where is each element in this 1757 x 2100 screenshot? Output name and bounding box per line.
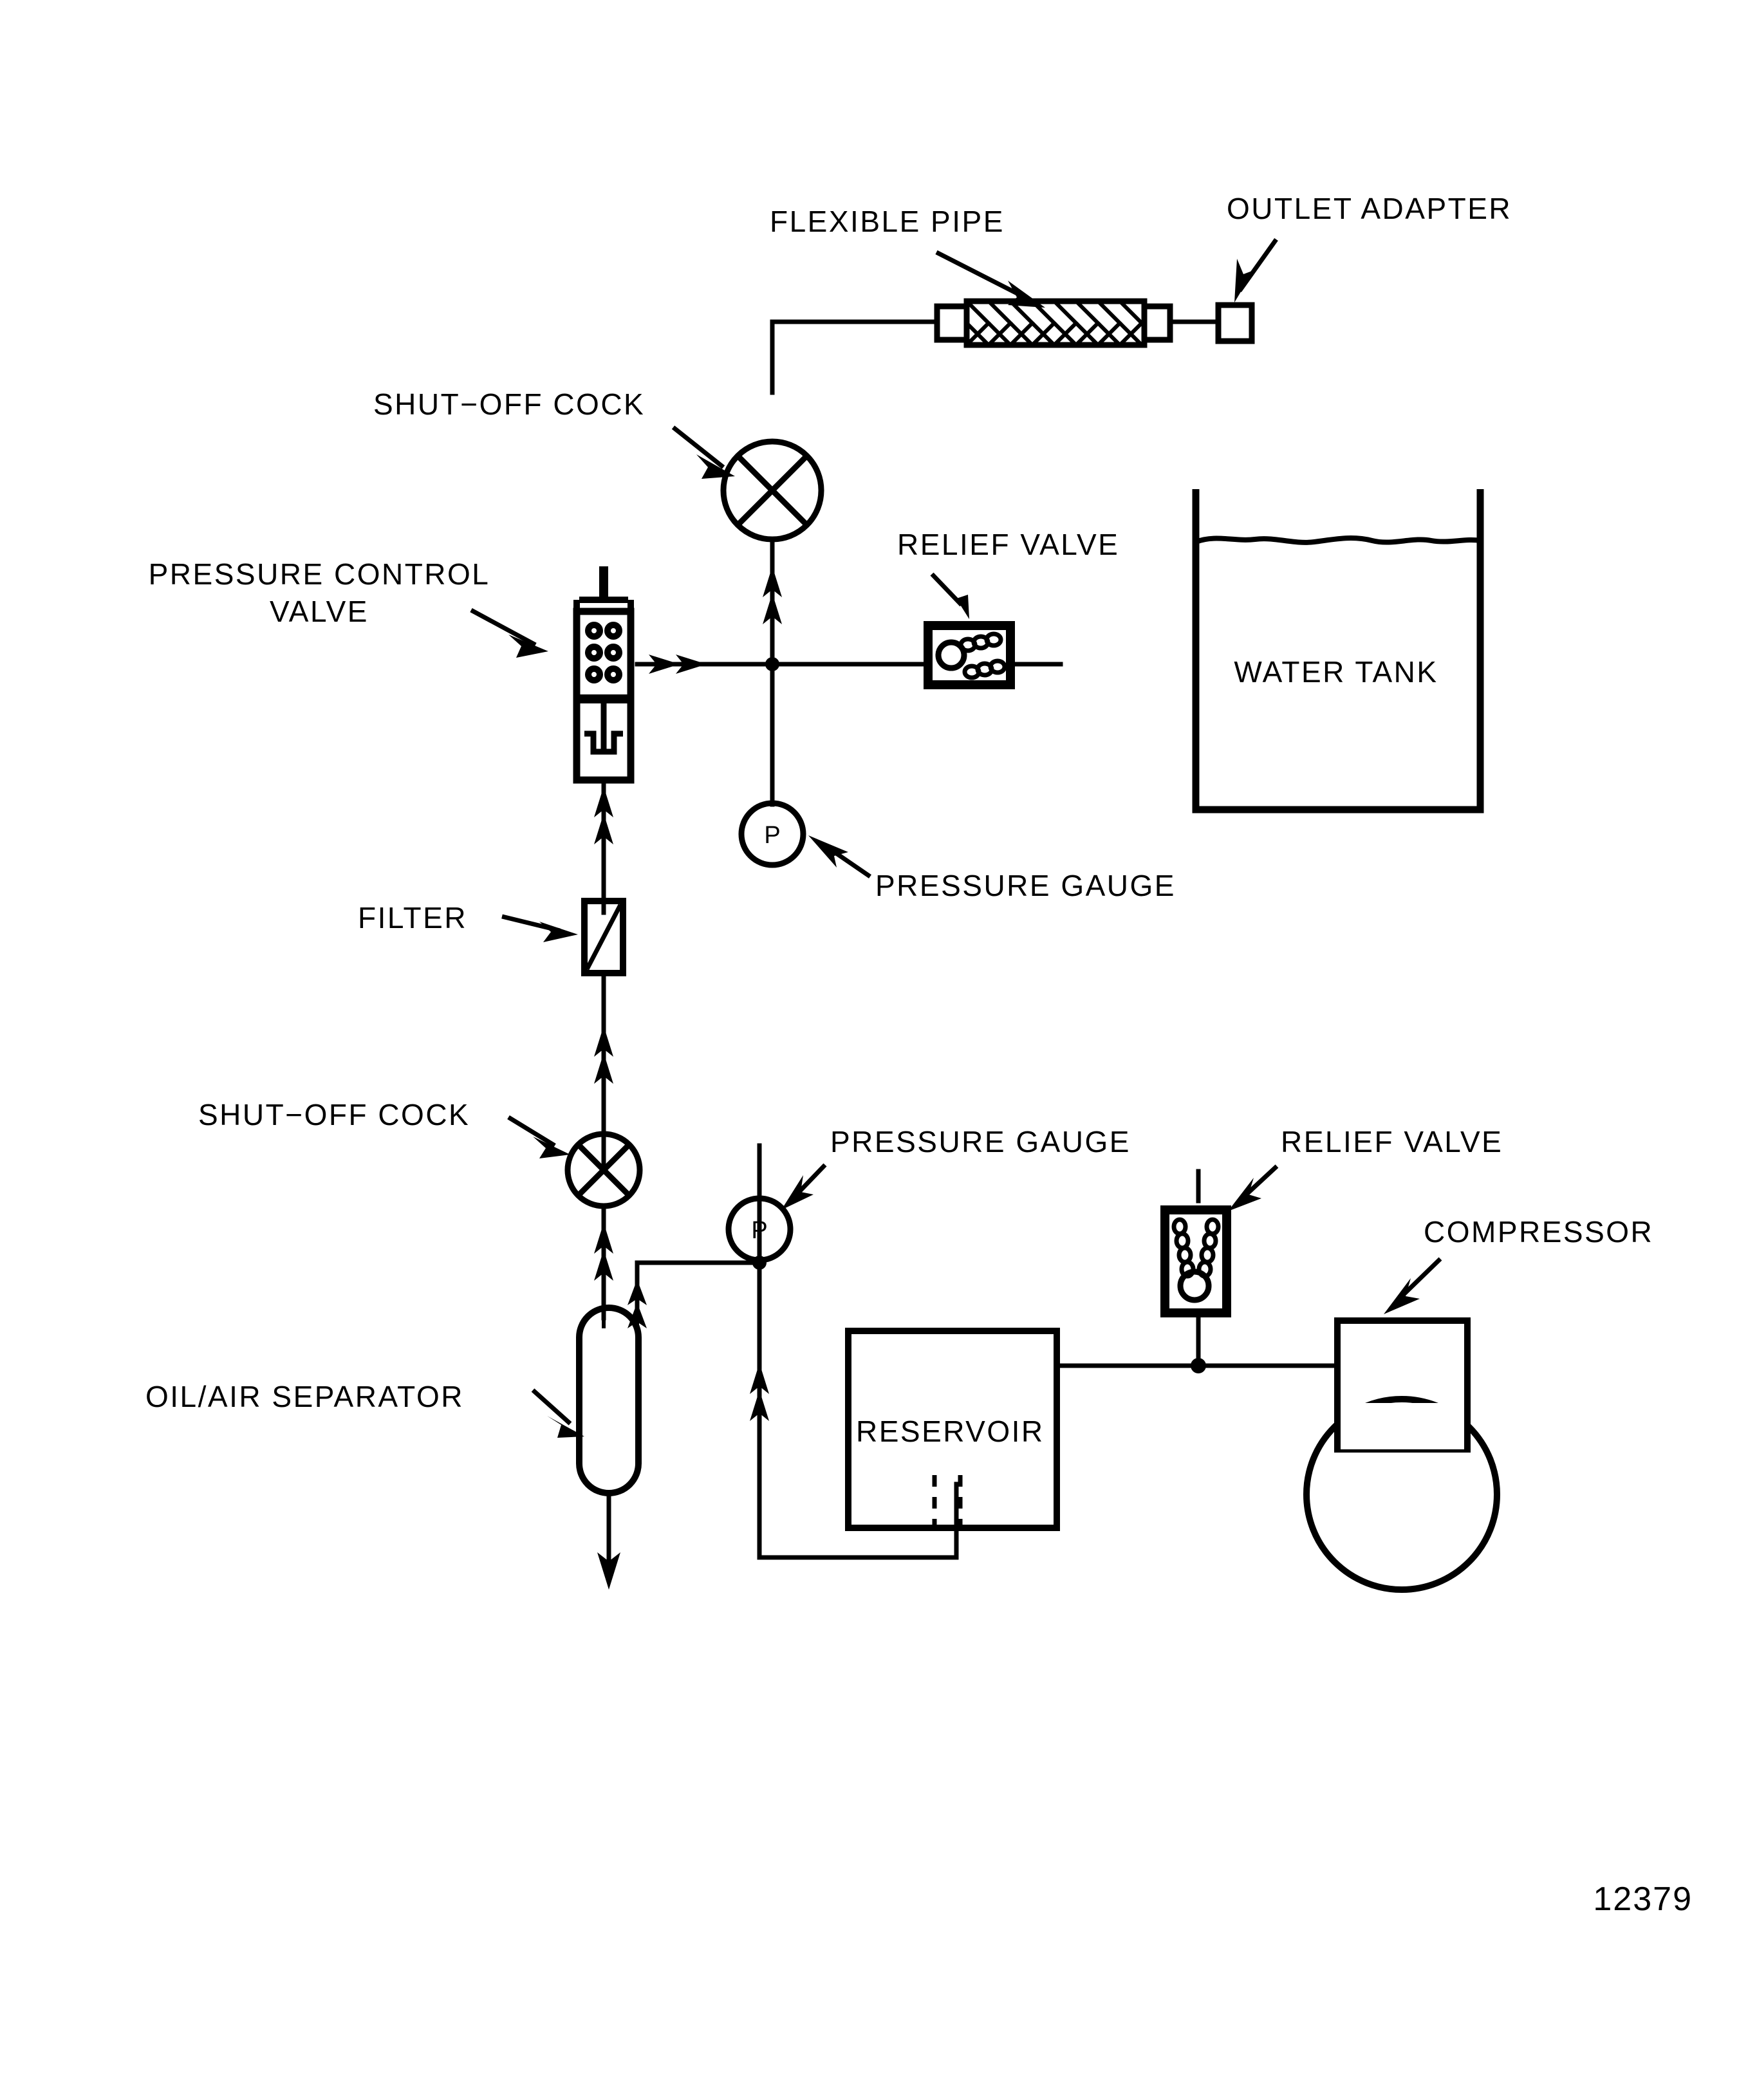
pressure-control-valve-label-line1: PRESSURE CONTROL (149, 557, 490, 591)
water-surface-line (1195, 535, 1481, 545)
pressure-control-valve-leader-line (470, 608, 537, 647)
figure-number: 12379 (1593, 1881, 1693, 1918)
water-tank-label: WATER TANK (1234, 655, 1438, 689)
compressor-housing-edges (1334, 1317, 1471, 1403)
pipe-sep-inlet-elbow (635, 1260, 762, 1321)
flexible-pipe (934, 298, 1173, 348)
pipe-junction-dot-header (765, 657, 779, 671)
flow-arrow-header-right (649, 655, 707, 674)
pressure-gauge-top: P (738, 800, 806, 868)
pressure-gauge-bottom-symbol: P (751, 1217, 767, 1244)
pressure-control-valve-leader-arrow (508, 635, 548, 658)
water-tank-outline (1192, 489, 1484, 813)
pressure-gauge-bottom-dial (725, 1195, 794, 1263)
pressure-gauge-top-symbol: P (764, 822, 780, 849)
flow-arrow-sep-inlet-down (628, 1279, 647, 1328)
pcv-spring-dots (585, 622, 622, 683)
filter-leader-arrow (539, 922, 578, 942)
relief-valve-top-leader-line (930, 572, 963, 607)
reservoir-internal-dashes (932, 1475, 963, 1528)
relief-valve-top-body (924, 621, 1015, 689)
pressure-gauge-bottom-leader-arrow (781, 1175, 813, 1210)
filter-element-line (584, 904, 623, 971)
reservoir: RESERVOIR (845, 1328, 1060, 1531)
flow-arrow-filter-up (594, 1026, 613, 1084)
compressor-flywheel (1303, 1396, 1500, 1593)
compressor-leader-arrow (1384, 1278, 1420, 1314)
reservoir-label: RESERVOIR (856, 1415, 1045, 1448)
flow-arrow-drain-down (597, 1552, 620, 1590)
flexible-pipe-braid-pattern (965, 299, 1145, 347)
water-tank: WATER TANK (1192, 489, 1484, 813)
pressure-gauge-bottom-label: PRESSURE GAUGE (830, 1125, 1131, 1158)
oil-air-separator-leader-line (531, 1388, 572, 1426)
relief-valve-bottom (1160, 1205, 1231, 1317)
relief-valve-bottom-label: RELIEF VALVE (1281, 1125, 1503, 1158)
flow-arrow-return-up (750, 1363, 769, 1421)
shut-off-cock-bottom-leader-arrow (533, 1137, 570, 1158)
compressor-housing-cutout (1341, 1403, 1464, 1449)
pressure-gauge-top-leader-arrow (808, 835, 848, 868)
relief-valve-top-ball (935, 639, 967, 671)
oil-air-separator-label: OIL/AIR SEPARATOR (145, 1380, 464, 1413)
shut-off-cock-bottom-cross (576, 1142, 631, 1198)
flow-arrow-pcv-inlet-up (594, 786, 613, 844)
pressure-gauge-top-dial (738, 800, 806, 868)
flexible-pipe-leader-arrow (1008, 281, 1045, 308)
relief-valve-top (924, 621, 1015, 689)
compressor-label: COMPRESSOR (1424, 1215, 1653, 1249)
pressure-control-valve (573, 566, 635, 784)
shut-off-cock-top-label: SHUT−OFF COCK (373, 387, 645, 421)
outlet-adapter (1215, 302, 1255, 344)
pipe-return-loop (757, 1260, 959, 1560)
outlet-adapter-leader-arrow (1234, 259, 1254, 302)
shut-off-cock-bottom-label: SHUT−OFF COCK (198, 1098, 470, 1131)
relief-valve-bottom-body (1160, 1205, 1231, 1317)
shut-off-cock-bottom-leader-line (507, 1115, 556, 1148)
pcv-seat-symbol (584, 702, 623, 755)
pressure-gauge-top-label: PRESSURE GAUGE (875, 869, 1176, 902)
relief-valve-top-leader-arrow (947, 584, 969, 619)
filter-label: FILTER (358, 901, 467, 934)
relief-valve-top-spring (958, 631, 1007, 680)
reservoir-body (845, 1328, 1060, 1531)
shut-off-cock-top-leader-arrow (696, 454, 735, 479)
relief-valve-top-label: RELIEF VALVE (897, 528, 1119, 561)
shut-off-cock-top-leader-line (671, 425, 725, 469)
outlet-adapter-label: OUTLET ADAPTER (1227, 192, 1512, 225)
compressor (1303, 1317, 1500, 1593)
oil-air-separator-leader-arrow (547, 1416, 584, 1438)
shut-off-cock-top-cross (736, 454, 809, 527)
flow-arrow-separator-up (594, 1223, 613, 1281)
flow-arrow-riser-up (763, 566, 782, 624)
relief-valve-bottom-leader-arrow (1228, 1178, 1261, 1211)
flexible-pipe-label: FLEXIBLE PIPE (770, 205, 1005, 238)
relief-valve-bottom-spring (1171, 1217, 1221, 1279)
pipe-junction-dot-compressor-header (1191, 1358, 1206, 1373)
pressure-control-valve-label-line2: VALVE (270, 595, 369, 628)
pressure-gauge-bottom-dial-group: P (725, 1195, 794, 1263)
